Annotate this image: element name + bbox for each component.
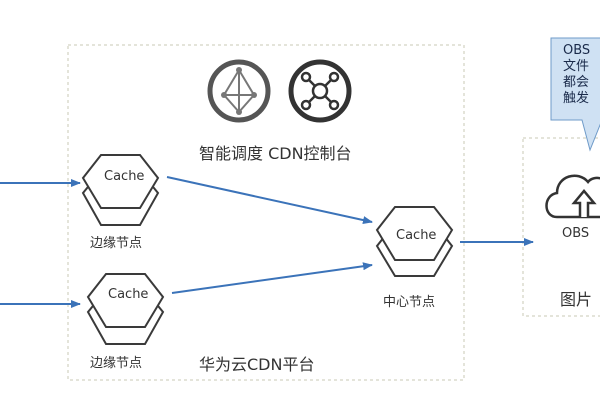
edge-node-2-cache-label: Cache	[108, 287, 149, 302]
obs-callout	[550, 37, 600, 152]
obs-container	[522, 137, 600, 317]
scheduling-icon	[207, 59, 271, 123]
center-node-hexagon	[375, 206, 454, 277]
callout-line-4: 触发	[563, 91, 590, 106]
pictures-label: 图片	[560, 290, 593, 309]
platform-container	[67, 44, 465, 381]
edge-node-2-hexagon	[86, 273, 165, 345]
edge-to-center-arrow-bottom	[171, 262, 373, 294]
obs-label: OBS	[562, 226, 590, 241]
cloud-upload-icon	[545, 174, 600, 219]
network-hub-icon	[288, 59, 352, 123]
platform-label: 华为云CDN平台	[199, 355, 315, 374]
callout-line-2: 文件	[563, 59, 590, 74]
center-node-cache-label: Cache	[396, 228, 437, 243]
control-console-label: 智能调度 CDN控制台	[199, 144, 352, 163]
edge-node-1-label: 边缘节点	[90, 236, 143, 251]
callout-line-1: OBS	[563, 43, 591, 58]
callout-line-3: 都会	[563, 75, 590, 90]
edge-node-2-label: 边缘节点	[90, 356, 143, 371]
edge-to-center-arrow-top	[166, 176, 373, 224]
edge-node-1-cache-label: Cache	[104, 169, 145, 184]
edge-node-1-hexagon	[81, 154, 160, 226]
center-node-label: 中心节点	[383, 295, 436, 310]
